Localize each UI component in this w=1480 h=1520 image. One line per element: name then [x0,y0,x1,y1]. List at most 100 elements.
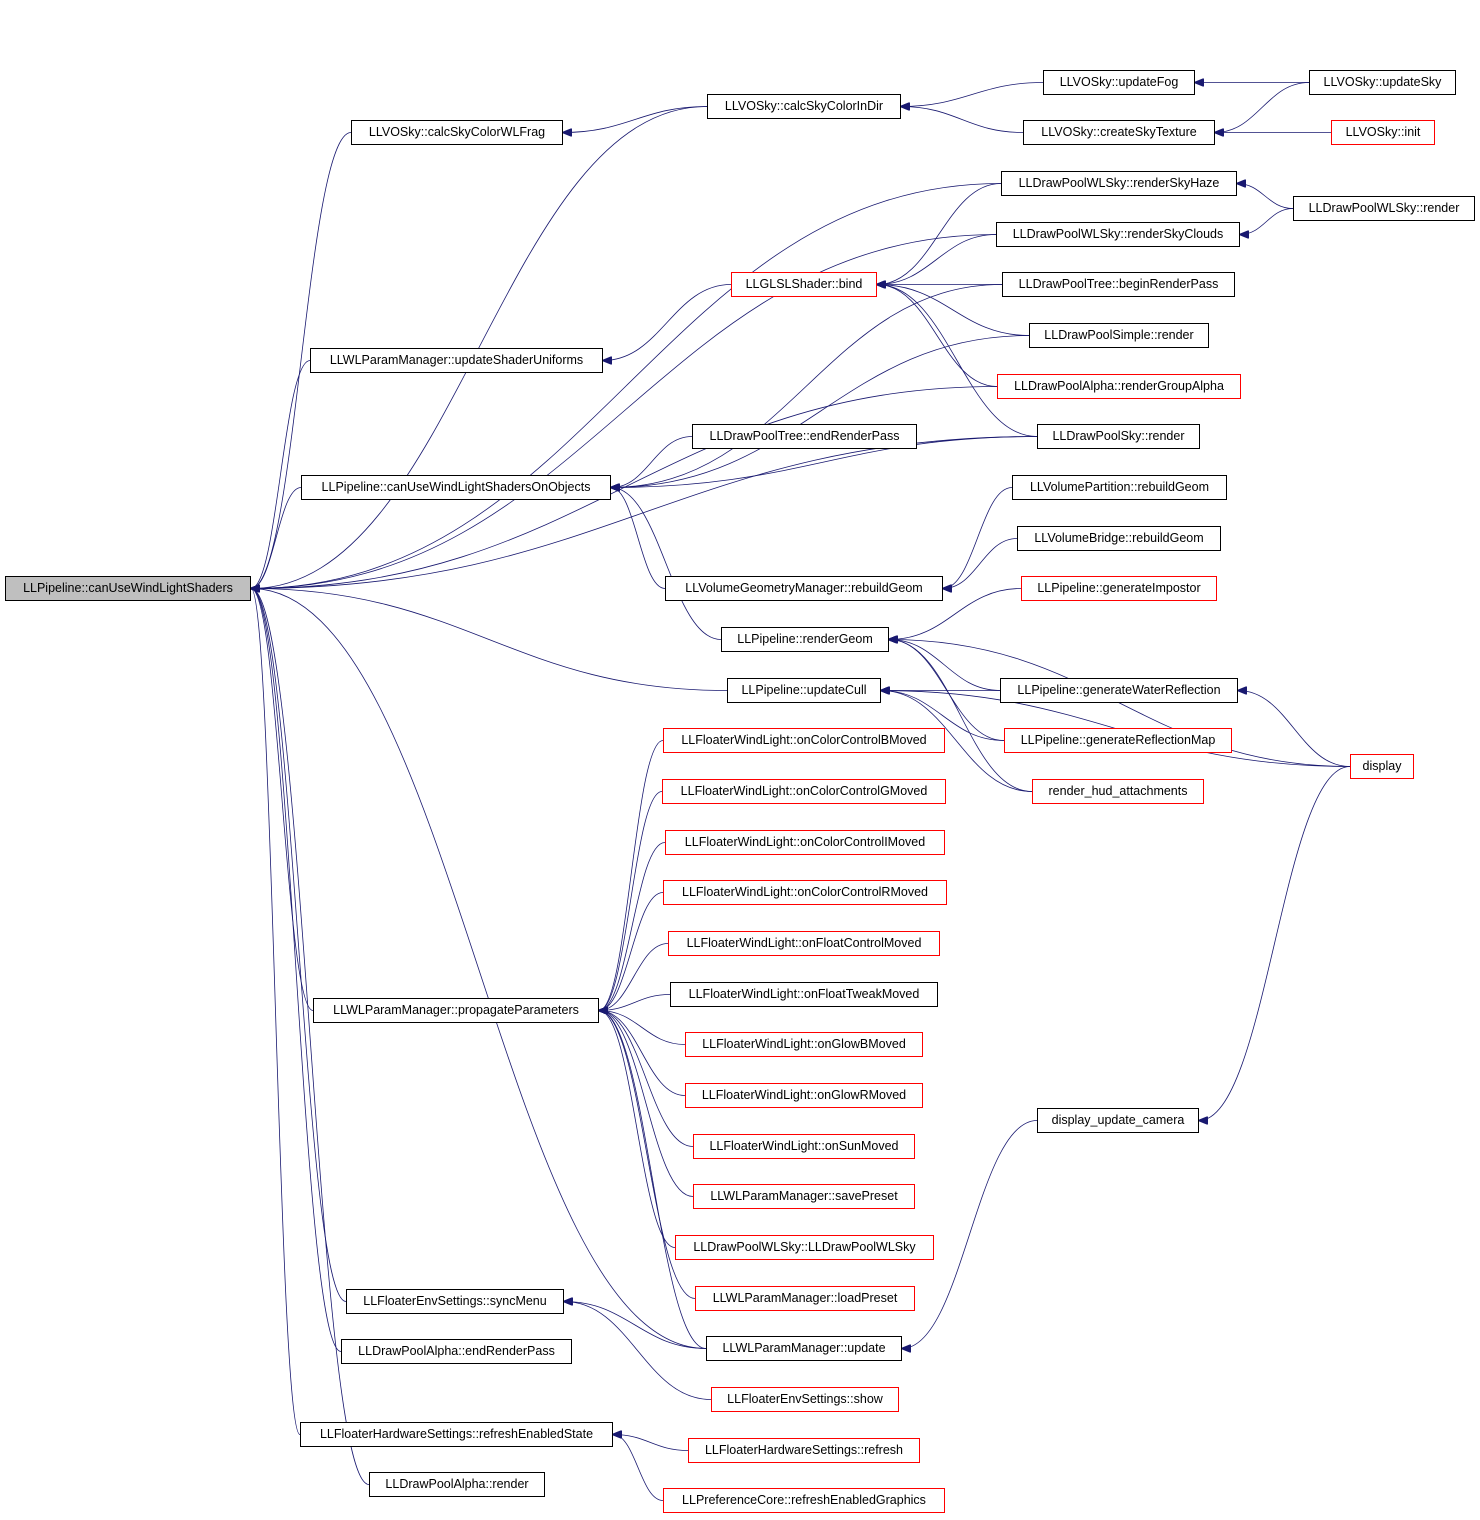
edge-wlRender-to-haze [1237,184,1294,209]
edge-crTex-to-calcDir [901,107,1024,133]
edge-volBridge-to-volGeom [943,538,1018,589]
node-calcWL[interactable]: LLVOSky::calcSkyColorWLFrag [351,120,563,145]
node-haze[interactable]: LLDrawPoolWLSky::renderSkyHaze [1001,171,1237,196]
node-crTex[interactable]: LLVOSky::createSkyTexture [1023,120,1215,145]
edge-hwState-to-root [251,589,301,1435]
node-updSky[interactable]: LLVOSky::updateSky [1309,70,1456,95]
edge-wlCtor-to-prop [599,1011,676,1248]
node-upd[interactable]: LLWLParamManager::updateShaderUniforms [310,348,603,373]
edge-skyRender-to-bind [877,285,1038,437]
edge-gB-to-prop [599,1011,686,1045]
edge-alphaGroup-to-bind [877,285,998,387]
edge-prefGfx-to-hwState [613,1435,664,1501]
node-volGeom[interactable]: LLVolumeGeometryManager::rebuildGeom [665,576,943,601]
node-genRefl[interactable]: LLPipeline::generateReflectionMap [1004,728,1232,753]
edge-volGeom-to-canObj [611,488,666,589]
node-alphaGroup[interactable]: LLDrawPoolAlpha::renderGroupAlpha [997,374,1241,399]
edge-updSky-to-crTex [1215,82,1310,133]
node-renderGeom[interactable]: LLPipeline::renderGeom [721,627,889,652]
edge-load-to-prop [599,1011,696,1299]
node-treeBegin[interactable]: LLDrawPoolTree::beginRenderPass [1002,272,1235,297]
node-alphaRender[interactable]: LLDrawPoolAlpha::render [369,1472,545,1497]
edge-skyRender-to-root [251,436,1038,589]
edge-alphaEnd-to-root [251,589,342,1352]
node-hud[interactable]: render_hud_attachments [1032,779,1204,804]
node-prop[interactable]: LLWLParamManager::propagateParameters [313,998,599,1023]
edge-genRefl-to-updCull [881,691,1005,741]
edge-genImp-to-renderGeom [889,588,1022,640]
edge-envShow-to-sync [564,1302,712,1400]
node-fC[interactable]: LLFloaterWindLight::onFloatControlMoved [668,931,940,956]
node-display[interactable]: display [1350,754,1414,779]
edge-display-to-genWater [1238,691,1351,767]
node-cB[interactable]: LLFloaterWindLight::onColorControlBMoved [663,728,945,753]
node-calcDir[interactable]: LLVOSky::calcSkyColorInDir [707,94,901,119]
node-volBridge[interactable]: LLVolumeBridge::rebuildGeom [1017,526,1221,551]
edge-calcDir-to-calcWL [563,106,708,133]
node-save[interactable]: LLWLParamManager::savePreset [693,1184,915,1209]
node-gB[interactable]: LLFloaterWindLight::onGlowBMoved [685,1032,923,1057]
edge-cB-to-prop [599,740,664,1011]
node-hwRefresh[interactable]: LLFloaterHardwareSettings::refresh [688,1438,920,1463]
node-genImp[interactable]: LLPipeline::generateImpostor [1021,576,1217,601]
node-root[interactable]: LLPipeline::canUseWindLightShaders [5,576,251,601]
node-wlUpdate[interactable]: LLWLParamManager::update [706,1336,902,1361]
edge-gR-to-prop [599,1011,686,1096]
edge-dispCam-to-wlUpdate [902,1120,1038,1349]
node-fT[interactable]: LLFloaterWindLight::onFloatTweakMoved [670,982,938,1007]
node-canObj[interactable]: LLPipeline::canUseWindLightShadersOnObje… [301,475,611,500]
node-cR[interactable]: LLFloaterWindLight::onColorControlRMoved [663,880,947,905]
node-prefGfx[interactable]: LLPreferenceCore::refreshEnabledGraphics [663,1488,945,1513]
edge-haze-to-root [251,183,1002,589]
edge-updCull-to-root [251,589,728,691]
node-treeEnd[interactable]: LLDrawPoolTree::endRenderPass [692,424,917,449]
edge-wlUpdate-to-root [251,589,707,1349]
node-cG[interactable]: LLFloaterWindLight::onColorControlGMoved [662,779,946,804]
edge-updFog-to-calcDir [901,82,1044,107]
node-skyInit[interactable]: LLVOSky::init [1331,120,1435,145]
node-gR[interactable]: LLFloaterWindLight::onGlowRMoved [685,1083,923,1108]
edge-wlUpdate-to-prop [599,1011,707,1349]
node-updCull[interactable]: LLPipeline::updateCull [727,678,881,703]
node-wlCtor[interactable]: LLDrawPoolWLSky::LLDrawPoolWLSky [675,1235,934,1260]
node-clouds[interactable]: LLDrawPoolWLSky::renderSkyClouds [996,222,1240,247]
node-sync[interactable]: LLFloaterEnvSettings::syncMenu [346,1289,564,1314]
edge-haze-to-bind [877,183,1002,285]
edge-bind-to-upd [603,284,732,361]
edge-hwRefresh-to-hwState [613,1435,689,1451]
node-wlRender[interactable]: LLDrawPoolWLSky::render [1293,196,1475,221]
node-load[interactable]: LLWLParamManager::loadPreset [695,1286,915,1311]
node-dispCam[interactable]: display_update_camera [1037,1108,1199,1133]
edge-treeBegin-to-canObj [611,284,1003,488]
node-skyRender[interactable]: LLDrawPoolSky::render [1037,424,1200,449]
edge-hud-to-renderGeom [889,640,1033,792]
edge-cR-to-prop [599,892,664,1011]
node-simple[interactable]: LLDrawPoolSimple::render [1029,323,1209,348]
edge-upd-to-root [251,360,311,589]
edge-display-to-dispCam [1199,766,1351,1121]
node-genWater[interactable]: LLPipeline::generateWaterReflection [1000,678,1238,703]
edge-calcDir-to-root [251,106,708,589]
edge-cI-to-prop [599,842,666,1011]
edge-simple-to-bind [877,285,1030,336]
edge-renderGeom-to-canObj [611,488,722,640]
edge-wlRender-to-clouds [1240,208,1294,235]
node-cI[interactable]: LLFloaterWindLight::onColorControlIMoved [665,830,945,855]
node-updFog[interactable]: LLVOSky::updateFog [1043,70,1195,95]
node-envShow[interactable]: LLFloaterEnvSettings::show [711,1387,899,1412]
edge-skyRender-to-canObj [611,436,1038,488]
edge-cG-to-prop [599,791,663,1011]
node-bind[interactable]: LLGLSLShader::bind [731,272,877,297]
node-sun[interactable]: LLFloaterWindLight::onSunMoved [693,1134,915,1159]
edge-display-to-renderGeom [889,640,1351,767]
edge-genWater-to-renderGeom [889,640,1001,691]
edge-volPart-to-volGeom [943,487,1013,589]
node-hwState[interactable]: LLFloaterHardwareSettings::refreshEnable… [300,1422,613,1447]
node-volPart[interactable]: LLVolumePartition::rebuildGeom [1012,475,1227,500]
edge-canObj-to-root [251,487,302,589]
edge-treeEnd-to-canObj [611,436,693,488]
edge-prop-to-root [251,589,314,1011]
node-alphaEnd[interactable]: LLDrawPoolAlpha::endRenderPass [341,1339,572,1364]
edge-sync-to-root [251,589,347,1302]
